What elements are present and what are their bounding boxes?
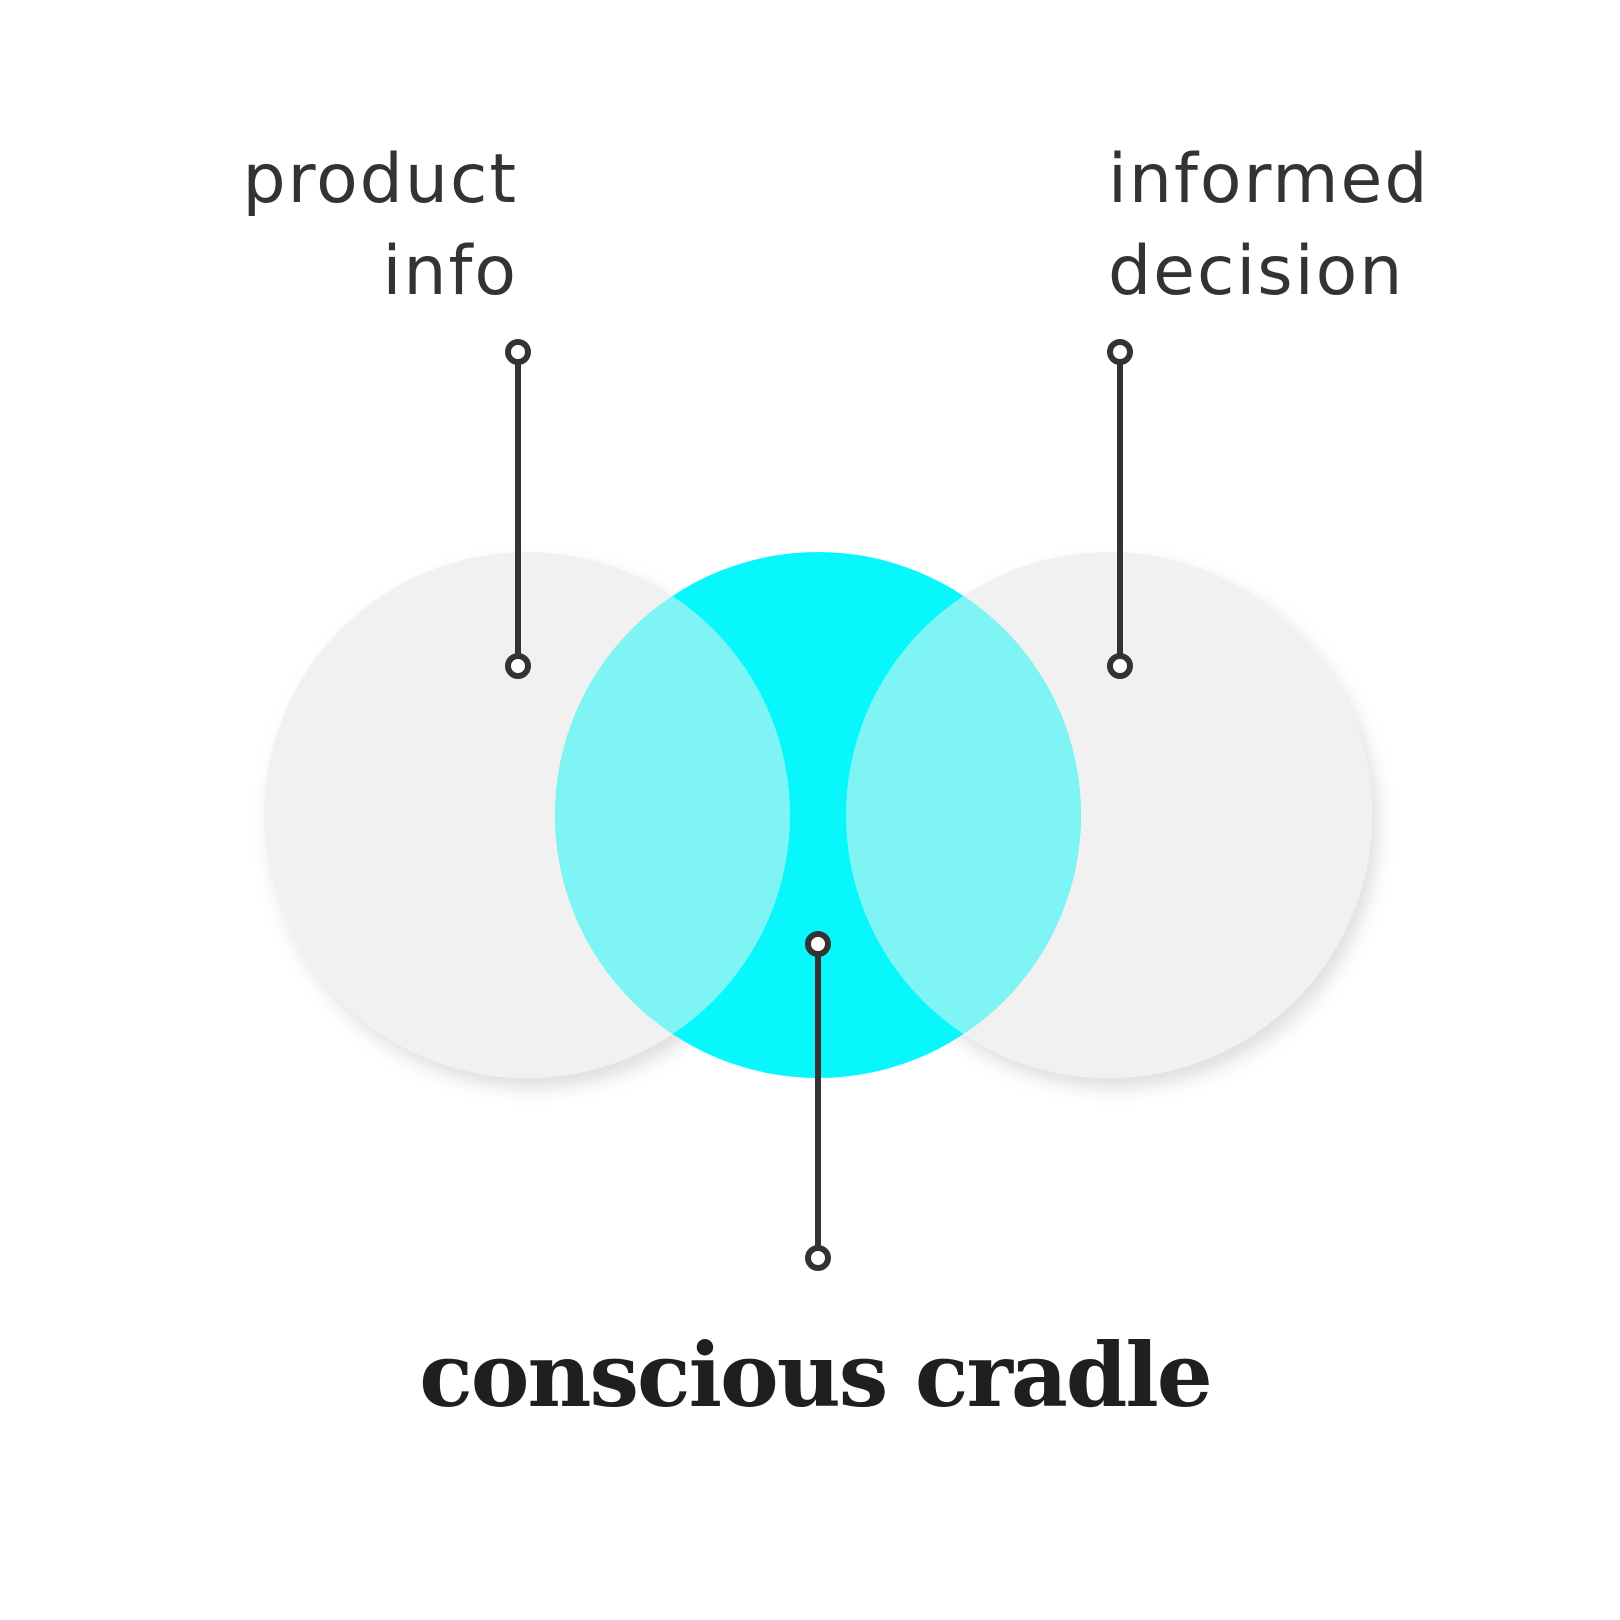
left-overlap [555,552,790,1078]
connector-product-info [505,339,531,679]
product-info-label-line1: product [242,140,518,219]
informed-decision-label-line2: decision [1108,232,1404,311]
connector-conscious-cradle [805,931,831,1271]
right-overlap [846,552,1081,1078]
product-info-label-line2: info [382,232,518,311]
conscious-cradle-label: conscious cradle [419,1323,1211,1427]
connector-informed-decision [1107,339,1133,679]
informed-decision-label-line1: informed [1108,140,1430,219]
